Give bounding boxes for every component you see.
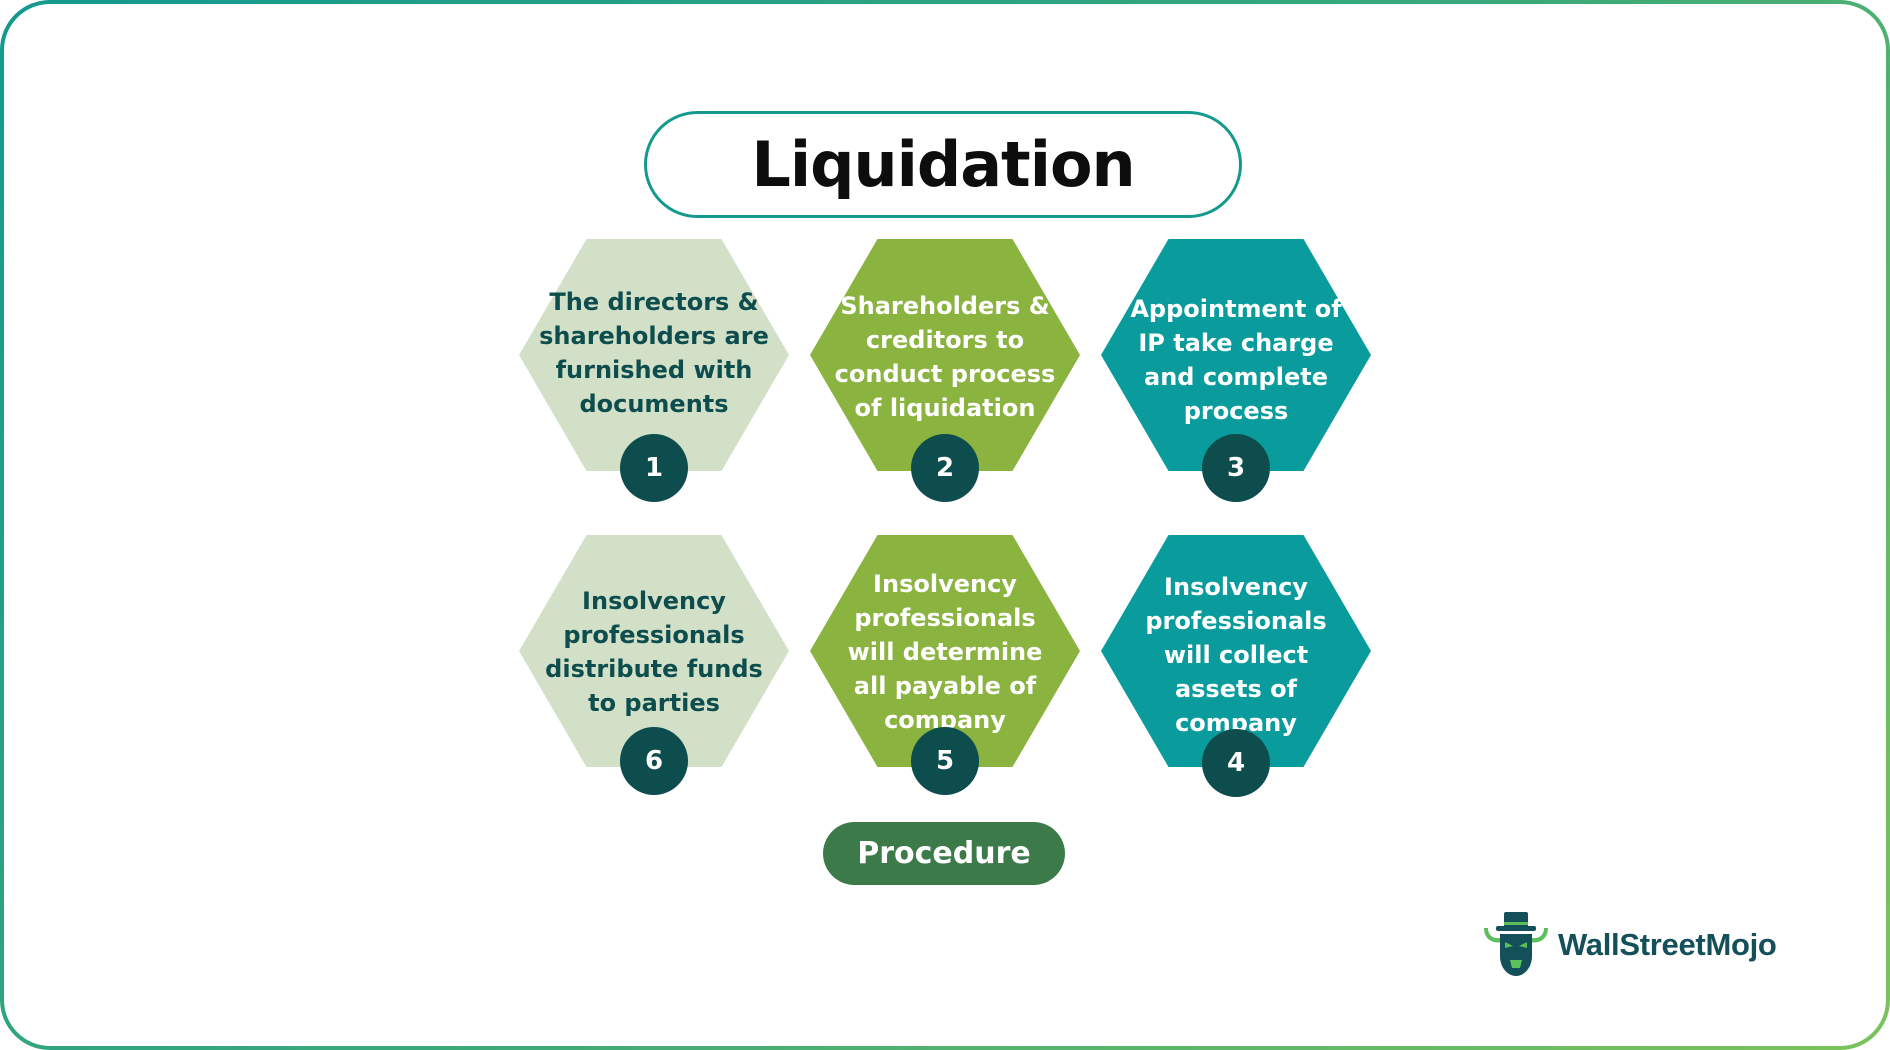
diagram-title: Liquidation: [751, 128, 1135, 201]
step-4-badge: 4: [1202, 729, 1270, 797]
procedure-label: Procedure: [823, 822, 1065, 885]
step-2-badge: 2: [911, 434, 979, 502]
title-box: Liquidation: [644, 111, 1242, 218]
step-6-badge: 6: [620, 727, 688, 795]
step-2-text: Shareholders & creditors to conduct proc…: [834, 292, 1056, 422]
bull-mascot-icon: [1484, 912, 1548, 976]
step-5-text: Insolvency professionals will determine …: [847, 570, 1043, 734]
step-5-badge: 5: [911, 727, 979, 795]
step-3-text: Appointment of IP take charge and comple…: [1130, 295, 1342, 425]
step-6-text: Insolvency professionals distribute fund…: [545, 587, 763, 717]
step-4-hexagon: [1101, 535, 1371, 767]
brand-logo: WallStreetMojo: [1480, 910, 1777, 980]
brand-name: WallStreetMojo: [1558, 927, 1777, 962]
step-3-badge: 3: [1202, 434, 1270, 502]
step-4-text: Insolvency professionals will collect as…: [1145, 573, 1327, 737]
step-1-badge: 1: [620, 434, 688, 502]
step-1-text: The directors & shareholders are furnish…: [539, 288, 769, 418]
